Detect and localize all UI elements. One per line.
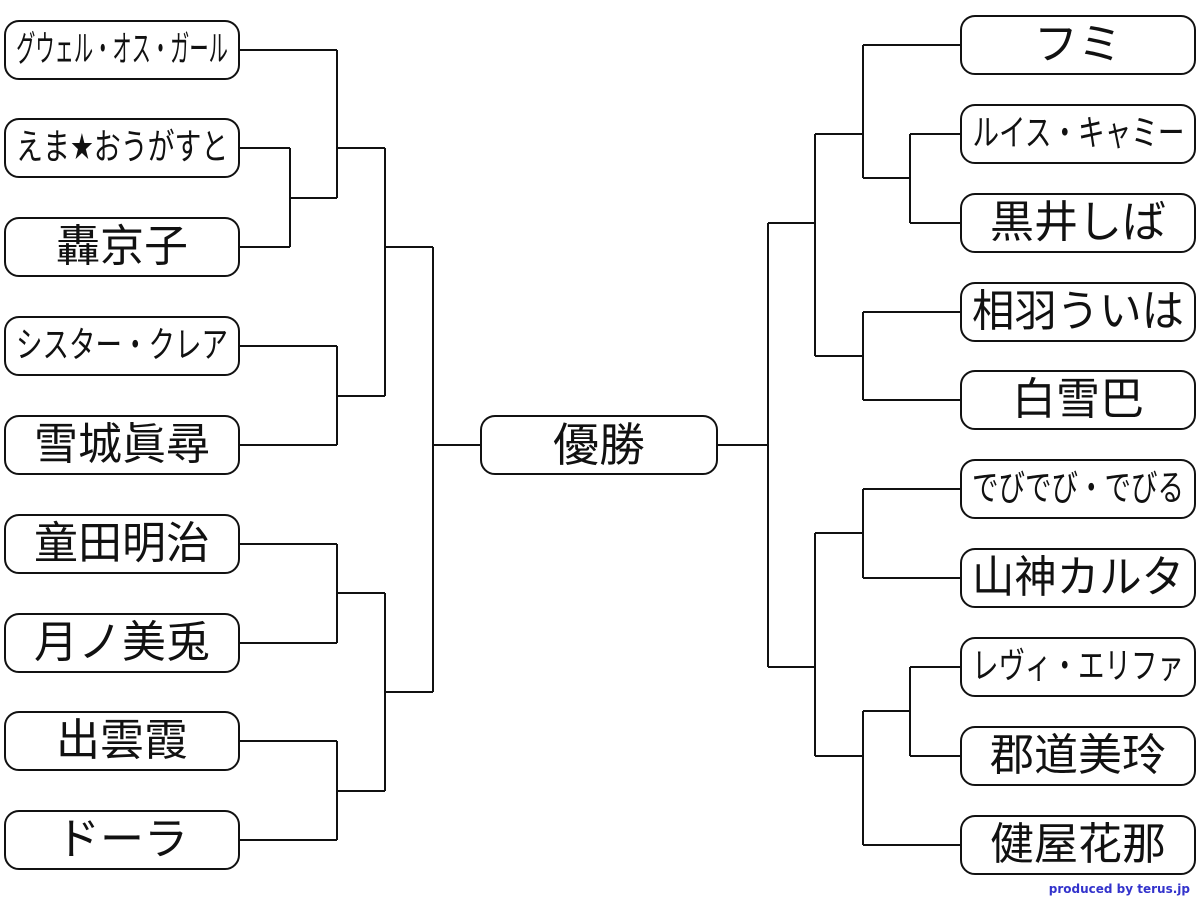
player-name: レヴィ・エリファ [972,646,1184,687]
player-box-right-7: レヴィ・エリファ [960,637,1196,697]
player-name: 出雲霞 [56,715,188,766]
credit-text: produced by terus.jp [1048,882,1190,896]
champion-box: 優勝 [480,415,718,475]
player-name: 健屋花那 [990,819,1166,870]
player-box-left-5: 童田明治 [4,514,240,574]
player-box-right-6: 山神カルタ [960,548,1196,608]
player-box-right-3: 相羽ういは [960,282,1196,342]
player-box-right-2: 黒井しば [960,193,1196,253]
player-name: 山神カルタ [971,552,1185,603]
player-name: グウェル・オス・ガール [16,29,228,70]
player-box-left-4: 雪城眞尋 [4,415,240,475]
player-name: 雪城眞尋 [34,419,210,470]
player-name: 童田明治 [34,518,210,569]
player-box-left-0: グウェル・オス・ガール [4,20,240,80]
player-box-right-9: 健屋花那 [960,815,1196,875]
player-name: 白雪巴 [1012,374,1144,425]
player-name: シスター・クレア [16,325,228,366]
player-name: フミ [1034,19,1122,70]
player-name: 相羽ういは [971,286,1185,337]
player-box-left-8: ドーラ [4,810,240,870]
player-box-left-6: 月ノ美兎 [4,613,240,673]
player-box-left-7: 出雲霞 [4,711,240,771]
player-box-right-8: 郡道美玲 [960,726,1196,786]
player-box-left-1: えま★おうがすと [4,118,240,178]
player-box-right-5: でびでび・でびる [960,459,1196,519]
player-box-right-1: ルイス・キャミー [960,104,1196,164]
player-name: えま★おうがすと [15,127,229,168]
champion-label: 優勝 [553,418,645,472]
player-box-right-4: 白雪巴 [960,370,1196,430]
player-name: 轟京子 [56,221,188,272]
player-name: 郡道美玲 [990,730,1166,781]
player-name: 黒井しば [990,197,1166,248]
player-box-right-0: フミ [960,15,1196,75]
player-name: ルイス・キャミー [971,113,1185,154]
player-box-left-2: 轟京子 [4,217,240,277]
player-name: でびでび・でびる [972,468,1184,509]
player-box-left-3: シスター・クレア [4,316,240,376]
player-name: 月ノ美兎 [34,617,210,668]
player-name: ドーラ [56,814,188,865]
